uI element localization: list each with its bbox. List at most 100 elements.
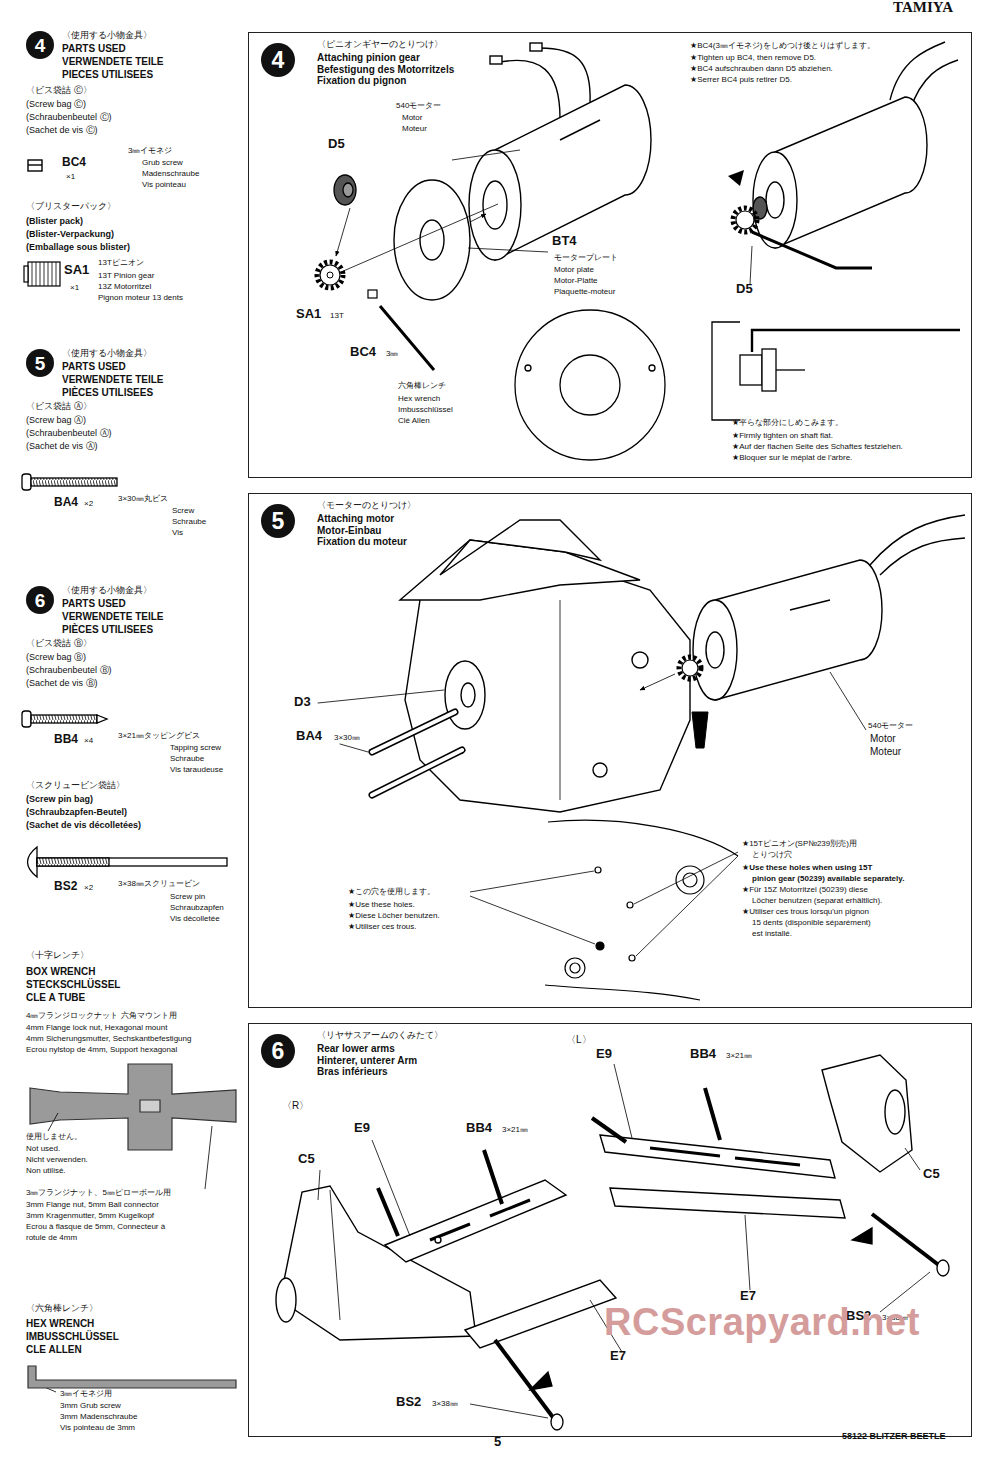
part-label: ★この穴を使用します。 (348, 888, 435, 897)
part-label: 13Z Motorritzel (98, 283, 151, 292)
tapping-screw-icon (22, 711, 31, 727)
part-label: ★Utiliser ces trous lorsqu'un pignon (742, 908, 869, 917)
part-label: rotule de 4mm (26, 1234, 77, 1243)
part-label: ★Diese Löcher benutzen. (348, 912, 440, 921)
motor-illustration (766, 182, 784, 218)
part-code: STECKSCHLÜSSEL (26, 979, 120, 990)
step-title-ja: 〈モーターのとりつけ〉 (317, 500, 416, 510)
part-label: 3×21㎜タッピングビス (118, 732, 200, 741)
chassis-outline (683, 873, 697, 887)
screw (592, 1118, 626, 1142)
hub-carrier (276, 1186, 476, 1340)
screw (905, 1148, 920, 1170)
pinion-gear (682, 660, 698, 676)
gearbox (560, 600, 561, 800)
motor-illustration (880, 538, 965, 575)
chassis-outline (629, 955, 635, 961)
pinion-gear (320, 265, 340, 285)
part-label: (Sachet de vis Ⓑ) (26, 679, 98, 689)
screw (872, 1214, 940, 1266)
part-label: Moteur (402, 125, 427, 134)
part-label: Clé Allen (398, 417, 430, 426)
step-digit: 4 (35, 36, 46, 55)
screw (372, 750, 462, 795)
screw-pin-icon (28, 847, 228, 877)
part-code: 58122 BLITZER BEETLE (842, 1432, 946, 1442)
part-label: とりつけ穴 (752, 851, 792, 860)
gearbox (593, 763, 607, 777)
screw (705, 1088, 720, 1140)
shaft-axis (468, 248, 548, 252)
motor-illustration (706, 632, 724, 668)
grub-screw-icon (28, 160, 42, 171)
grub-screw-icon (28, 160, 42, 171)
part-label: ×2 (84, 884, 93, 893)
pinion-gear (679, 657, 701, 679)
part-label: ★Bloquer sur le méplat de l'arbre. (732, 454, 852, 463)
part-label: 〈ビス袋詰 Ⓒ〉 (26, 86, 92, 96)
suspension-arm (650, 1148, 800, 1165)
hex-wrench (28, 1366, 236, 1388)
gearbox (440, 520, 600, 575)
gearbox (400, 540, 640, 600)
pinion-gear (317, 262, 343, 288)
part-label: (Screw bag Ⓒ) (26, 100, 86, 110)
shaft-axis (318, 150, 548, 282)
motor-illustration (490, 56, 502, 64)
motor-illustration (790, 600, 830, 610)
part-code: SA1 (64, 263, 89, 277)
motor-illustration (495, 85, 651, 260)
part-label: ×2 (84, 500, 93, 509)
part-code: D5 (328, 137, 345, 151)
part-label: 〈L〉 (566, 1034, 592, 1045)
part-label: 3mm Madenschraube (60, 1413, 137, 1422)
motor-illustration (500, 60, 560, 118)
part-label: ×4 (84, 737, 93, 746)
suspension-arm (610, 1188, 845, 1218)
part-label: 六角棒レンチ (398, 382, 446, 391)
part-label: ×1 (66, 173, 75, 182)
part-code: (Blister-Verpackung) (26, 230, 114, 240)
part-label: Plaquette-moteur (554, 288, 615, 297)
part-code: IMBUSSCHLÜSSEL (26, 1331, 119, 1342)
hub-carrier (822, 1055, 912, 1172)
part-code: CLE ALLEN (26, 1344, 82, 1355)
hex-wrench (728, 170, 872, 284)
part-label: Moteur (870, 746, 901, 757)
part-label: (Schraubenbeutel Ⓑ) (26, 666, 112, 676)
part-label: (Sachet de vis Ⓐ) (26, 442, 98, 452)
part-label: Schraube (170, 755, 204, 764)
motor-illustration (469, 43, 651, 260)
motor-plate (394, 180, 470, 300)
pinion-gear-icon (28, 262, 60, 286)
part-label: 〈ビス袋詰 Ⓐ〉 (26, 402, 92, 412)
spacer-d5 (334, 175, 356, 205)
part-label: Motor (402, 114, 422, 123)
part-code: D3 (294, 695, 311, 709)
pinion-gear (736, 211, 754, 229)
part-label: 15 dents (disponible séparément) (752, 919, 871, 928)
part-label: Pignon moteur 13 dents (98, 294, 183, 303)
motor-illustration (540, 48, 590, 104)
part-code: BA4 (54, 496, 78, 509)
part-label: ★Für 15Z Motorritzel (50239) diese (742, 886, 868, 895)
motor-plate (461, 683, 475, 707)
pinion-gear (733, 208, 757, 232)
screw (852, 1228, 872, 1244)
pinion-gear-icon (24, 266, 28, 282)
plate-top-view (515, 310, 665, 460)
spacer-d5 (334, 175, 356, 205)
part-label: Löcher benutzen (separat erhältlich). (752, 897, 882, 906)
part-label: Vis (172, 529, 183, 538)
plate-top-view (515, 310, 665, 460)
step-panel: 〈リヤサスアームのくみたて〉Rear lower arms Hinterer, … (248, 1023, 972, 1437)
shaft-axis (452, 150, 520, 160)
part-label: 3×21㎜ (726, 1052, 752, 1061)
part-label: ★Auf der flachen Seite des Schaftes fest… (732, 443, 903, 452)
part-code: BT4 (552, 234, 577, 248)
part-label: Madenschraube (142, 170, 199, 179)
part-code: BC4 (62, 156, 86, 169)
pinion-gear-icon (24, 262, 60, 286)
step-number: 5 (261, 504, 295, 538)
hub-carrier (822, 1055, 912, 1172)
